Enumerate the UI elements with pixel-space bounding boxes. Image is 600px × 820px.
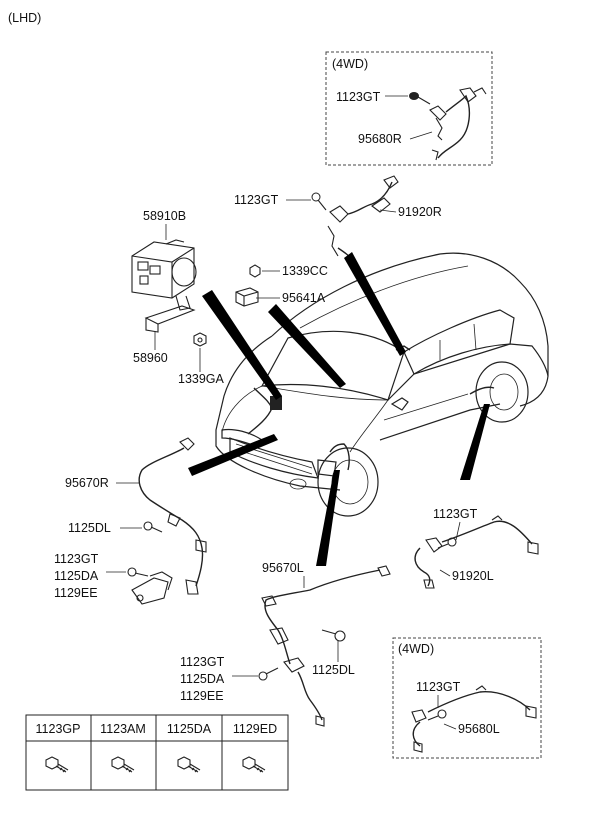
abs-unit-group: 58910B 58960 1339GA — [131, 209, 225, 386]
front-right-group: 95670R 1125DL 1123GT 1125DA 1129EE — [54, 437, 207, 605]
rear-top-bolt-label: 1123GT — [234, 193, 279, 207]
connector-icon — [235, 287, 259, 307]
front-left-bolt-label: 1125DL — [312, 663, 355, 677]
table-header-2: 1123AM — [100, 722, 146, 736]
bottom-4wd-sensor-label: 95680L — [458, 722, 500, 736]
bolt-icon — [258, 667, 279, 681]
nut-icon — [193, 332, 207, 347]
top-4wd-group: (4WD) 1123GT 95680R — [325, 51, 493, 166]
rear-top-sensor-label: 91920R — [398, 205, 442, 219]
rear-top-sensor-group: 1123GT 91920R — [234, 175, 442, 263]
front-right-bolt-a-label: 1123GT — [54, 552, 99, 566]
clip-nut-label: 1339CC — [282, 264, 328, 278]
wheel-speed-sensor-icon — [138, 437, 207, 595]
front-left-bolt-c-label: 1129EE — [180, 689, 224, 703]
bolt-icon — [311, 192, 327, 211]
pointer-abs — [202, 290, 282, 400]
clip-group: 1339CC 95641A — [235, 264, 328, 307]
abs-bracket-icon — [144, 295, 196, 333]
pointer-rear-top — [344, 252, 406, 356]
bolt-icon — [177, 756, 201, 773]
lhd-label: (LHD) — [8, 11, 41, 25]
front-left-bolt-b-label: 1125DA — [180, 672, 225, 686]
front-left-bolt-a-label: 1123GT — [180, 655, 225, 669]
fastener-table: 1123GP 1123AM 1125DA 1129ED — [25, 714, 289, 791]
table-header-4: 1129ED — [233, 722, 277, 736]
pointer-connector — [268, 304, 346, 388]
top-4wd-bolt-label: 1123GT — [336, 90, 381, 104]
bolt-icon — [111, 756, 135, 773]
bottom-4wd-bolt-label: 1123GT — [416, 680, 461, 694]
top-4wd-sensor-label: 95680R — [358, 132, 402, 146]
wheel-speed-sensor-icon — [411, 685, 537, 753]
bolt-icon — [127, 567, 149, 577]
wheel-speed-sensor-icon — [429, 87, 487, 161]
front-right-sensor-label: 95670R — [65, 476, 109, 490]
bolt-icon — [321, 629, 346, 642]
front-left-sensor-label: 95670L — [262, 561, 304, 575]
rear-left-group: 1123GT 91920L — [414, 507, 539, 589]
location-pointers — [188, 252, 490, 566]
table-header-3: 1125DA — [167, 722, 212, 736]
sensor-bracket-icon — [131, 571, 173, 605]
bolt-icon — [242, 756, 266, 773]
bolt-icon — [45, 756, 69, 773]
clip-connector-label: 95641A — [282, 291, 326, 305]
front-right-bolt-c-label: 1129EE — [54, 586, 98, 600]
bolt-icon — [409, 92, 431, 105]
wheel-speed-sensor-icon — [327, 175, 399, 263]
top-4wd-box — [325, 51, 493, 166]
bottom-4wd-group: (4WD) 1123GT 95680L — [392, 637, 542, 759]
rear-left-sensor-label: 91920L — [452, 569, 494, 583]
front-left-group: 95670L 1123GT 1125DA 1129EE 1125DL — [180, 561, 391, 727]
rear-left-bolt-label: 1123GT — [433, 507, 478, 521]
wheel-speed-sensor-icon — [261, 565, 391, 727]
front-right-bolt-label: 1125DL — [68, 521, 111, 535]
bottom-4wd-title: (4WD) — [398, 642, 434, 656]
table-header-1: 1123GP — [36, 722, 81, 736]
bolt-icon — [143, 521, 163, 533]
abs-module-icon — [131, 239, 197, 299]
abs-module-label: 58910B — [143, 209, 186, 223]
abs-bracket-label: 58960 — [133, 351, 168, 365]
nut-icon — [249, 264, 261, 278]
abs-bracket-bolt-label: 1339GA — [178, 372, 225, 386]
abs-location-marker — [270, 396, 282, 410]
pointer-rear-left — [460, 404, 490, 480]
bottom-4wd-box — [392, 637, 542, 759]
wheel-speed-sensor-icon — [414, 515, 539, 589]
pointer-front-right — [188, 434, 278, 476]
pointer-front-left — [316, 470, 340, 566]
bolt-icon — [427, 709, 447, 721]
front-right-bolt-b-label: 1125DA — [54, 569, 99, 583]
top-4wd-title: (4WD) — [332, 57, 368, 71]
